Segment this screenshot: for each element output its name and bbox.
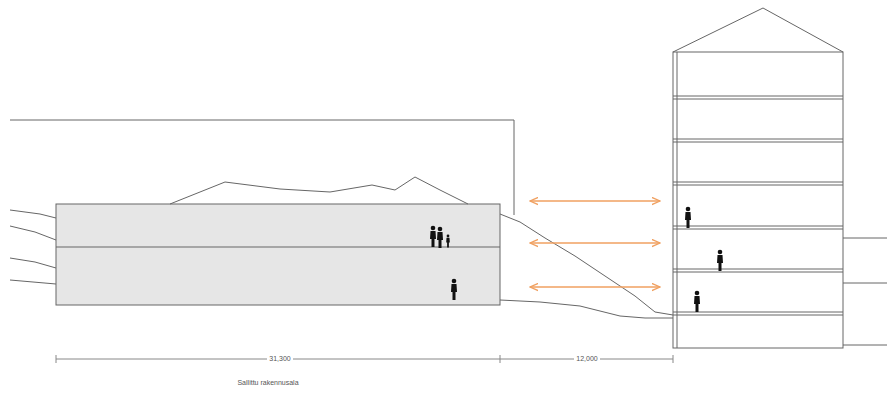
ground-line (10, 226, 56, 240)
hill-profile (170, 177, 468, 204)
dimension-text: 12,000 (574, 355, 599, 363)
person-figure (685, 207, 691, 228)
ground-line (10, 280, 56, 284)
ground-line (843, 345, 887, 346)
ground-line (843, 238, 887, 239)
ground-line (500, 300, 673, 318)
person-figure (437, 227, 443, 248)
person-figure (446, 235, 450, 248)
view-arrow (530, 200, 660, 202)
slope-line (500, 214, 673, 315)
low-building (56, 204, 500, 305)
tall-building (673, 52, 843, 348)
ground-line (10, 210, 56, 218)
ground-line (10, 258, 56, 268)
envelope-line (10, 120, 514, 215)
ground-line (843, 283, 887, 284)
person-figure (451, 279, 457, 300)
roof-outline (673, 8, 843, 52)
person-figure (430, 226, 436, 247)
person-figure (717, 250, 723, 271)
person-figure (694, 291, 700, 312)
dimension-text: 31,300 (267, 355, 292, 363)
caption-note: Sallittu rakennusala (235, 379, 300, 387)
view-arrow (530, 242, 660, 244)
view-arrow (530, 286, 660, 288)
